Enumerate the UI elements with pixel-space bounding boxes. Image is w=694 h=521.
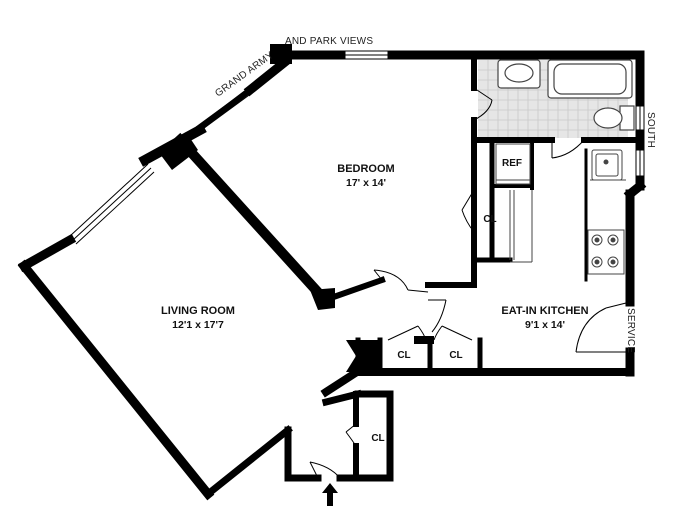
ref-label: REF [502,158,522,169]
park-views-label: AND PARK VIEWS [285,36,373,47]
living-room-name: LIVING ROOM [161,305,235,317]
kitchen-fixtures [587,149,626,275]
bedroom-window-top [344,50,389,60]
bath-kitchen-door [551,139,585,159]
bath-window [635,105,645,131]
living-room-dims: 12'1 x 17'7 [172,319,224,331]
closet-label-right: CL [449,350,462,361]
windows [69,50,645,245]
bedroom-window-diagonal [195,85,257,132]
walls [17,50,647,501]
south-label: SOUTH [645,112,656,148]
closet-doors [387,325,473,341]
entry-door [309,461,341,479]
bedroom-name: BEDROOM [337,163,394,175]
living-window [69,163,155,245]
closet-door-bedroom [461,189,475,233]
service-label: SERVICE [625,308,636,353]
kitchen-dims: 9'1 x 14' [525,319,565,331]
closet-label-left: CL [397,350,410,361]
entry-arrow-icon [322,483,338,506]
wall-masses [160,44,434,372]
bedroom-dims: 17' x 14' [346,177,386,189]
kitchen-window [635,149,645,177]
kitchen-passage-door [428,299,447,333]
ref-block [495,143,533,263]
kitchen-name: EAT-IN KITCHEN [501,305,588,317]
bath-door [473,87,493,121]
doors [309,87,631,479]
closet-label-bedroom: CL [483,214,496,225]
bathroom-fixtures [497,59,635,131]
closet-label-entry: CL [371,433,384,444]
bedroom-door [373,269,429,293]
service-door [575,301,631,353]
entry-closet-door [345,423,357,447]
